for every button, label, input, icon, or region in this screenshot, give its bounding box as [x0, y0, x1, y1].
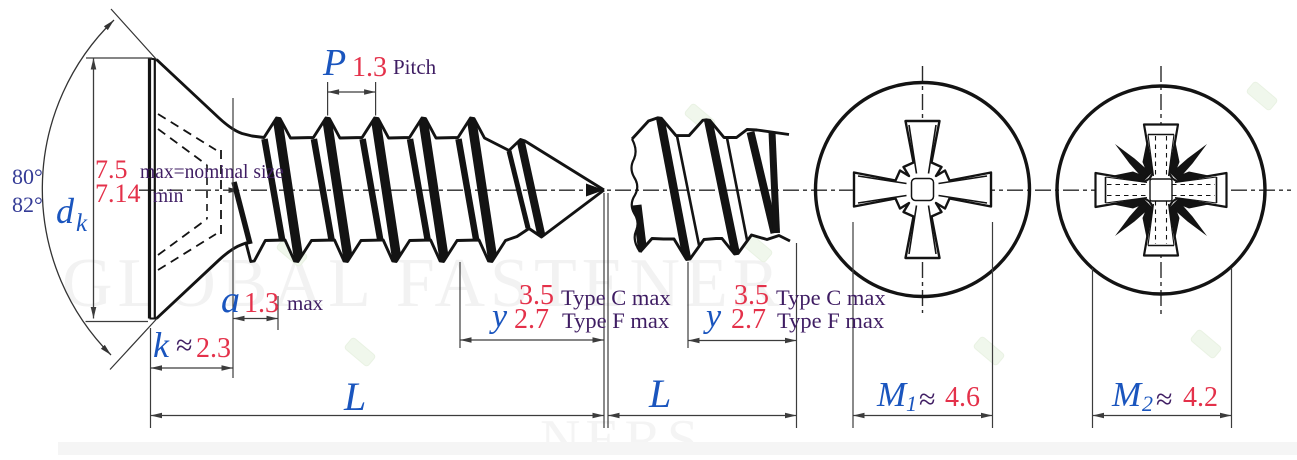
svg-text:82°: 82°	[12, 192, 43, 217]
svg-text:80°: 80°	[12, 164, 43, 189]
svg-text:≈: ≈	[1156, 383, 1172, 416]
svg-text:k: k	[153, 325, 170, 365]
svg-text:Type F max: Type F max	[562, 308, 669, 333]
svg-text:min: min	[153, 186, 184, 207]
svg-text:2.3: 2.3	[196, 333, 231, 364]
svg-text:1.3: 1.3	[244, 288, 279, 319]
svg-text:≈: ≈	[176, 329, 192, 362]
svg-text:Type F max: Type F max	[777, 308, 884, 333]
svg-text:2.7: 2.7	[731, 304, 766, 335]
svg-text:M: M	[1111, 375, 1143, 414]
svg-text:1.3: 1.3	[352, 52, 387, 83]
svg-text:Pitch: Pitch	[393, 55, 437, 79]
svg-text:Type C max: Type C max	[561, 285, 671, 310]
svg-text:Type C max: Type C max	[776, 285, 886, 310]
svg-text:4.6: 4.6	[945, 382, 980, 413]
svg-text:M: M	[876, 375, 908, 414]
svg-text:max: max	[287, 291, 324, 315]
svg-text:2.7: 2.7	[514, 304, 549, 335]
svg-text:a: a	[221, 279, 240, 321]
svg-text:≈: ≈	[919, 383, 935, 416]
svg-text:y: y	[489, 298, 508, 335]
svg-text:L: L	[343, 374, 366, 419]
svg-text:7.14: 7.14	[95, 179, 141, 208]
svg-text:3.5: 3.5	[519, 280, 554, 311]
svg-text:y: y	[703, 298, 722, 335]
svg-text:3.5: 3.5	[734, 280, 769, 311]
svg-text:2: 2	[1142, 391, 1153, 416]
svg-text:1: 1	[906, 391, 917, 416]
svg-text:P: P	[322, 42, 346, 84]
svg-text:d: d	[56, 191, 75, 231]
svg-text:7.5: 7.5	[95, 155, 128, 184]
svg-text:max=nominal size: max=nominal size	[140, 162, 284, 183]
svg-text:L: L	[648, 371, 671, 416]
svg-text:k: k	[76, 210, 88, 237]
svg-text:4.2: 4.2	[1183, 382, 1218, 413]
